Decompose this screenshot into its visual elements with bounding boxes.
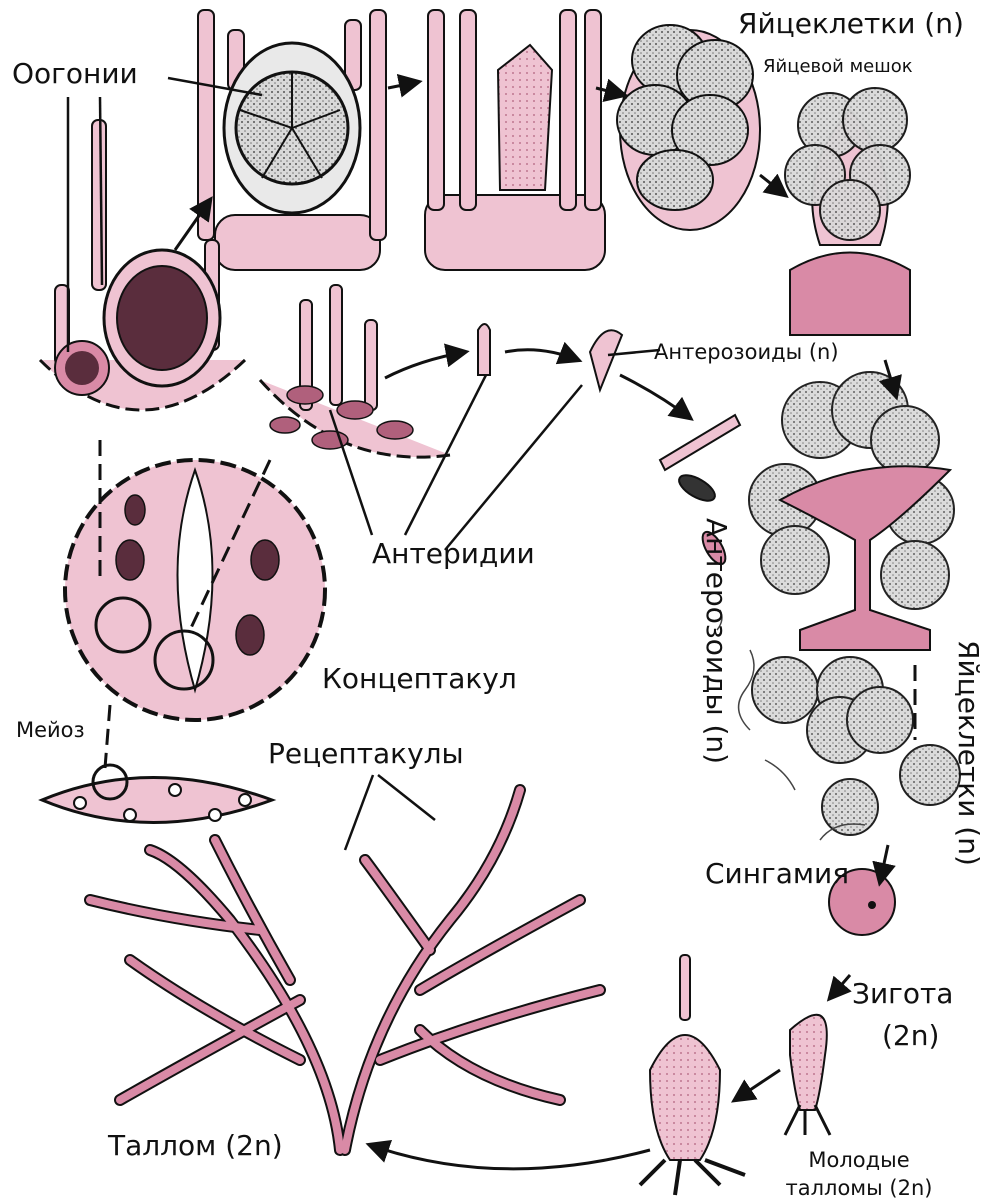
oogonium-large-filament-group xyxy=(198,10,386,270)
label-syngamy: Сингамия xyxy=(705,860,849,888)
ruptured-oogonium-group xyxy=(425,10,605,270)
antheridia-branch xyxy=(260,285,450,457)
receptacle-cross-section xyxy=(42,765,272,823)
label-egg-cells-top: Яйцеклетки (n) xyxy=(738,10,964,38)
label-zygote-ploidy: (2n) xyxy=(882,1022,939,1050)
released-egg-cluster xyxy=(617,25,760,230)
label-antherozoids-horizontal: Антерозоиды (n) xyxy=(654,342,839,363)
egg-sac-with-eggs xyxy=(785,88,910,335)
adult-thallus xyxy=(90,790,600,1150)
label-conceptacle: Концептакул xyxy=(322,665,517,693)
eggs-on-stalk xyxy=(749,372,954,650)
label-thallus: Таллом (2n) xyxy=(108,1132,283,1160)
label-receptacles: Рецептакулы xyxy=(268,740,464,768)
conceptacle-section xyxy=(65,460,325,720)
label-zygote: Зигота xyxy=(852,980,953,1008)
label-egg-cells-vertical: Яйцеклетки (n) xyxy=(954,640,982,866)
label-oogonia: Оогонии xyxy=(12,60,138,88)
label-egg-sac: Яйцевой мешок xyxy=(763,58,913,76)
label-antheridia: Антеридии xyxy=(372,540,535,568)
label-young-thalli-line1: Молодые xyxy=(784,1150,934,1171)
label-meiosis: Мейоз xyxy=(16,720,85,741)
label-young-thalli-line2: талломы (2n) xyxy=(770,1178,948,1199)
label-antherozoids-vertical: Антерозоиды (n) xyxy=(702,518,730,764)
